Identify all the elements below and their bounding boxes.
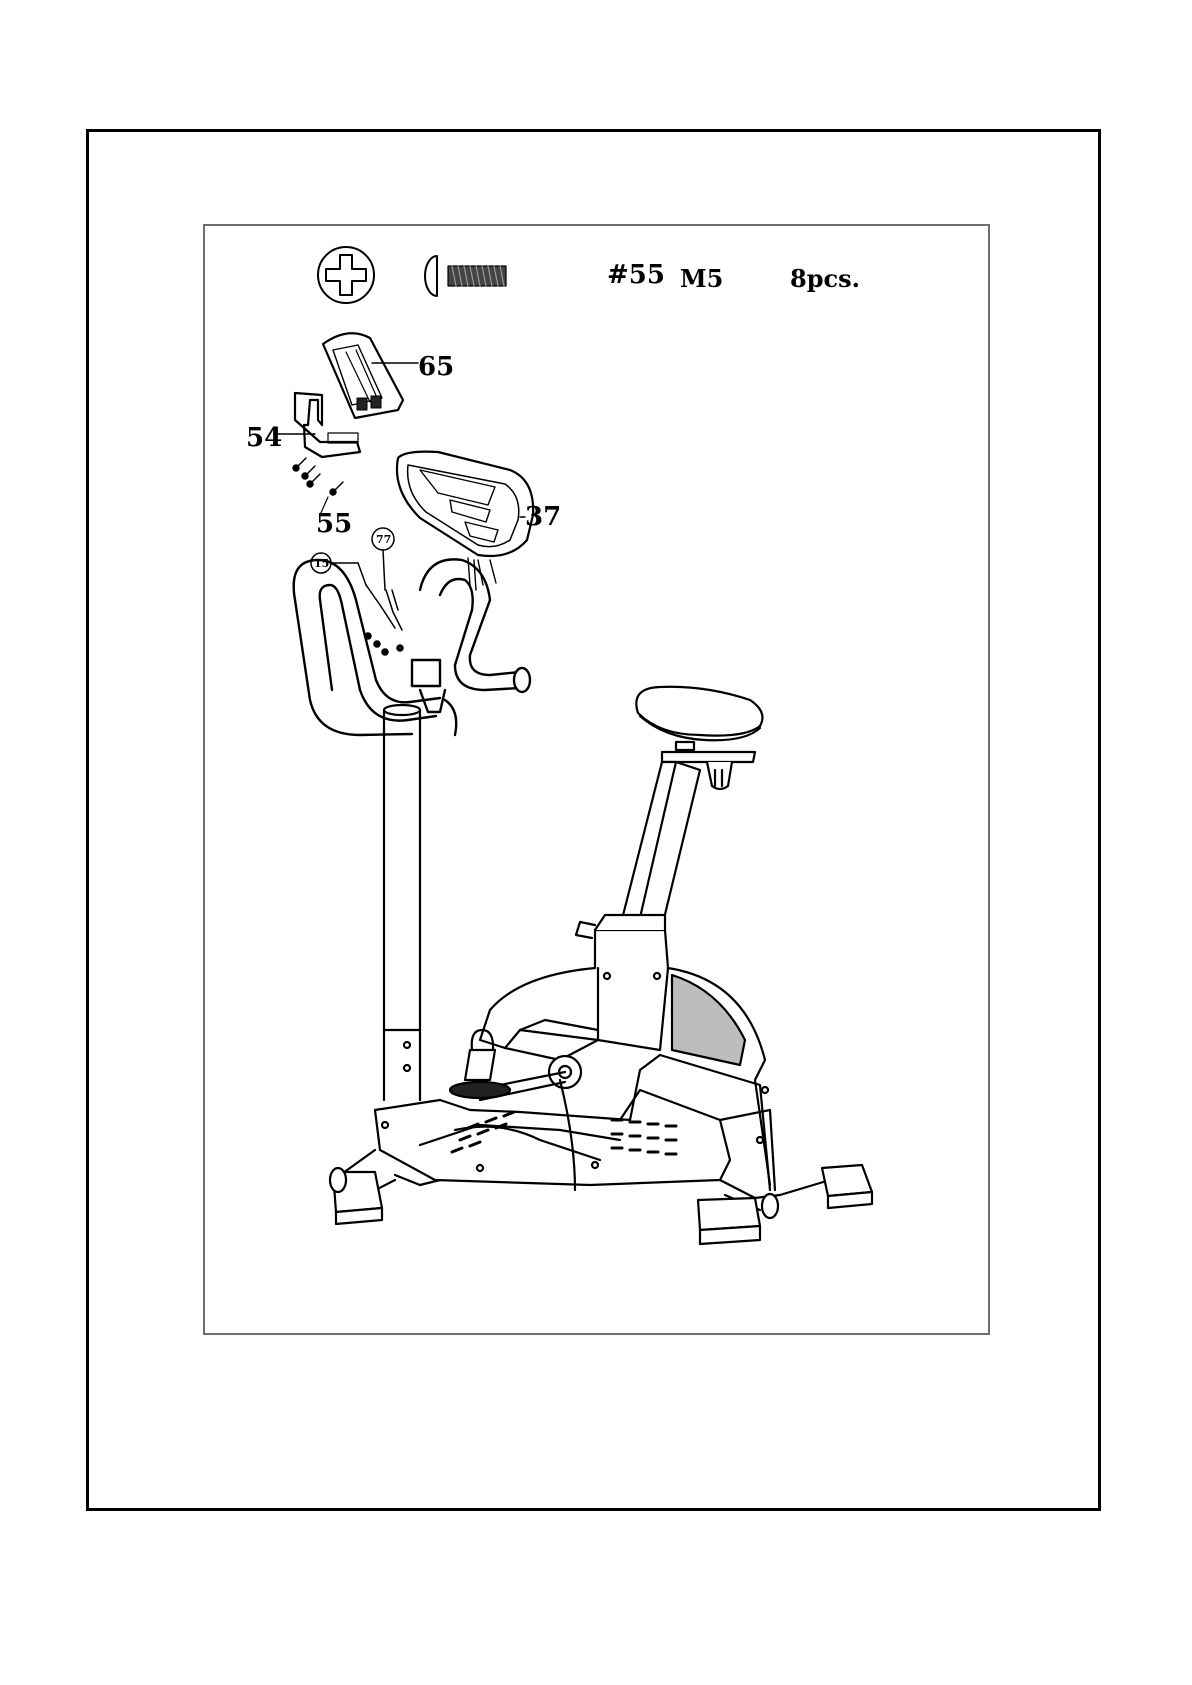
front-stabilizer	[330, 1150, 440, 1224]
callout-15: 15	[314, 557, 329, 570]
callout-65: 65	[418, 352, 454, 382]
callout-77: 77	[376, 533, 391, 546]
callout-54: 54	[246, 423, 282, 453]
hardware-part-number: #55	[607, 260, 665, 290]
rear-stabilizer	[698, 1165, 872, 1244]
callout-37: 37	[525, 502, 561, 532]
hardware-quantity: 8pcs.	[790, 264, 860, 293]
seat-post	[618, 762, 700, 935]
part-65-cover	[323, 333, 418, 418]
phillips-screwdriver-icon	[318, 247, 374, 303]
callout-55: 55	[316, 509, 352, 539]
wire-connectors	[365, 585, 403, 655]
part-55-screws	[293, 458, 343, 515]
bike-frame	[375, 915, 775, 1190]
hardware-size: M5	[680, 264, 723, 293]
front-post	[384, 705, 420, 1100]
part-37-console	[397, 452, 533, 590]
bolt-icon	[425, 256, 506, 296]
